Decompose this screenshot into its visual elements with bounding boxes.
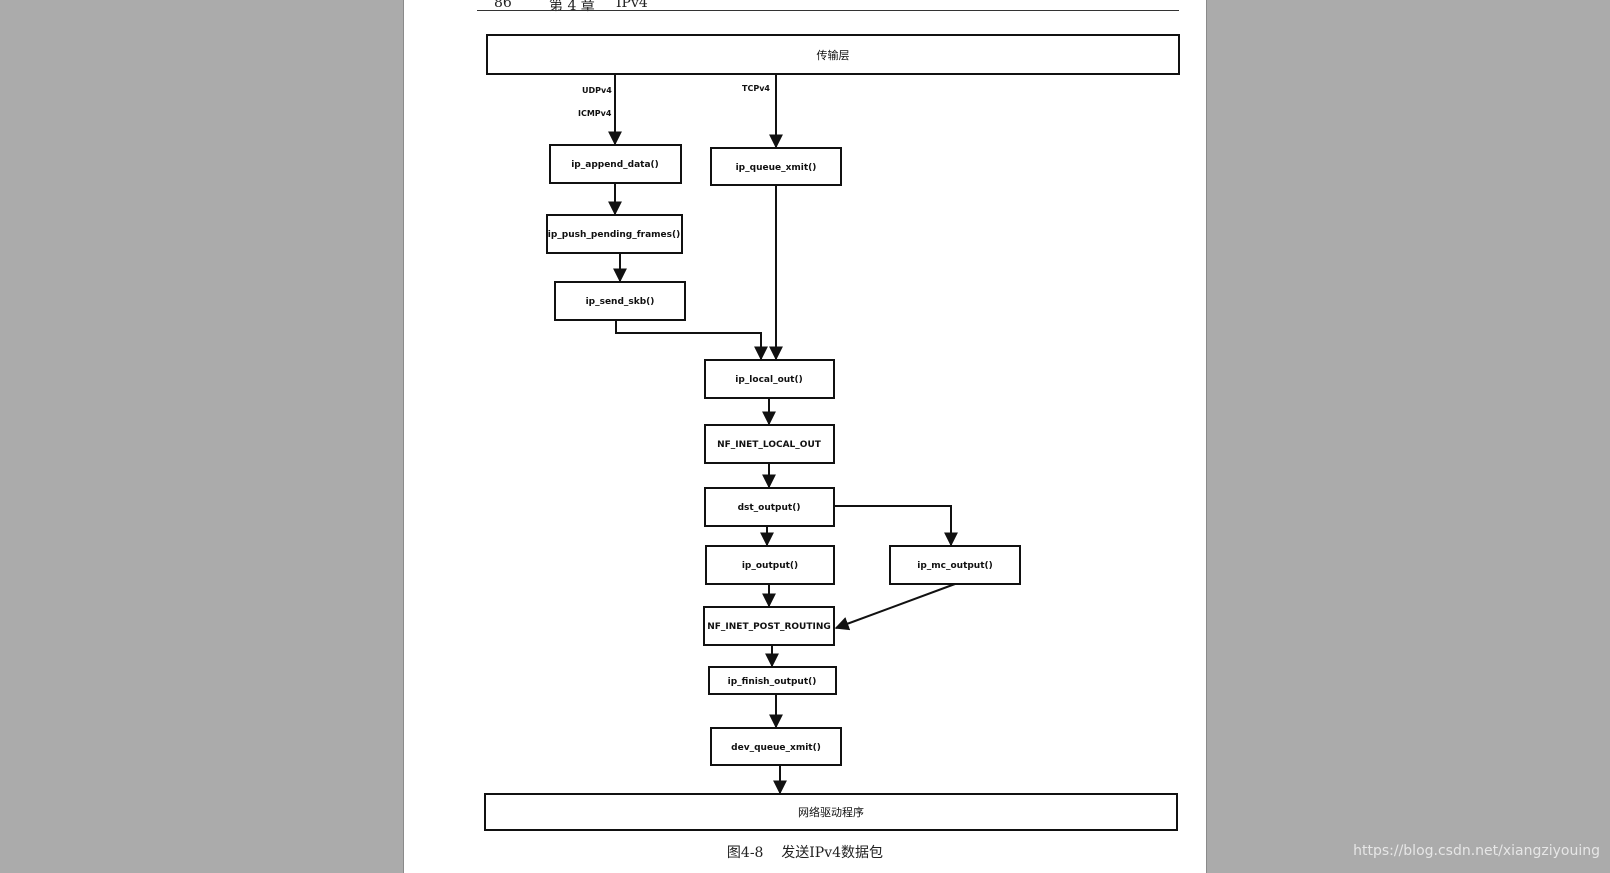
svg-text:dev_queue_xmit(): dev_queue_xmit()	[731, 743, 821, 753]
node-dst-output: dst_output()	[704, 487, 835, 527]
node-ip-mc-output: ip_mc_output()	[889, 545, 1021, 585]
node-ip-push-pending-frames: ip_push_pending_frames()	[546, 214, 683, 254]
arrow-ip-mc-output-to-post-routing	[834, 583, 956, 631]
figure-caption: 图4-8 发送IPv4数据包	[404, 842, 1206, 862]
svg-text:ip_append_data(): ip_append_data()	[571, 160, 659, 170]
svg-text:NF_INET_LOCAL_OUT: NF_INET_LOCAL_OUT	[717, 440, 822, 450]
flow-arrows	[608, 74, 958, 795]
node-ip-local-out: ip_local_out()	[704, 359, 835, 399]
node-ip-finish-output: ip_finish_output()	[708, 666, 837, 695]
figure-title: 发送IPv4数据包	[781, 845, 884, 861]
node-nf-inet-local-out: NF_INET_LOCAL_OUT	[704, 424, 835, 464]
svg-text:ip_send_skb(): ip_send_skb()	[586, 297, 655, 307]
transport-layer-box: 传输层	[486, 34, 1180, 75]
chapter-title: IPv4	[616, 0, 648, 11]
network-driver-label: 网络驱动程序	[798, 805, 864, 819]
book-page: 86 第 4 章 IPv4 传输层 网络驱动程序 UDPv4 ICMPv4 TC…	[403, 0, 1207, 873]
udpv4-label: UDPv4	[582, 86, 612, 95]
node-nf-inet-post-routing: NF_INET_POST_ROUTING	[703, 606, 835, 646]
node-ip-append-data: ip_append_data()	[549, 144, 682, 184]
arrow-send-skb-to-local-out	[615, 320, 768, 361]
source-watermark: https://blog.csdn.net/xiangziyouing	[1353, 843, 1600, 859]
ipv4-send-flow-diagram: 传输层 网络驱动程序 UDPv4 ICMPv4 TCPv4 ip_append_…	[484, 34, 1180, 831]
node-ip-send-skb: ip_send_skb()	[554, 281, 686, 321]
transport-layer-label: 传输层	[817, 48, 850, 62]
svg-text:ip_queue_xmit(): ip_queue_xmit()	[736, 163, 817, 173]
header-rule	[477, 10, 1179, 11]
svg-text:ip_mc_output(): ip_mc_output()	[917, 561, 993, 571]
page-number: 86	[494, 0, 512, 11]
tcpv4-label: TCPv4	[742, 84, 770, 93]
network-driver-box: 网络驱动程序	[484, 793, 1178, 831]
arrow-dst-output-to-ip-mc-output	[834, 505, 958, 547]
svg-text:ip_local_out(): ip_local_out()	[735, 375, 802, 385]
node-dev-queue-xmit: dev_queue_xmit()	[710, 727, 842, 766]
node-ip-queue-xmit: ip_queue_xmit()	[710, 147, 842, 186]
icmpv4-label: ICMPv4	[578, 109, 612, 118]
svg-text:ip_push_pending_frames(): ip_push_pending_frames()	[548, 230, 680, 240]
svg-text:ip_finish_output(): ip_finish_output()	[728, 677, 817, 687]
svg-text:NF_INET_POST_ROUTING: NF_INET_POST_ROUTING	[707, 622, 831, 632]
figure-number: 图4-8	[726, 845, 764, 861]
svg-text:dst_output(): dst_output()	[738, 503, 801, 513]
node-ip-output: ip_output()	[705, 545, 835, 585]
svg-text:ip_output(): ip_output()	[742, 561, 798, 571]
